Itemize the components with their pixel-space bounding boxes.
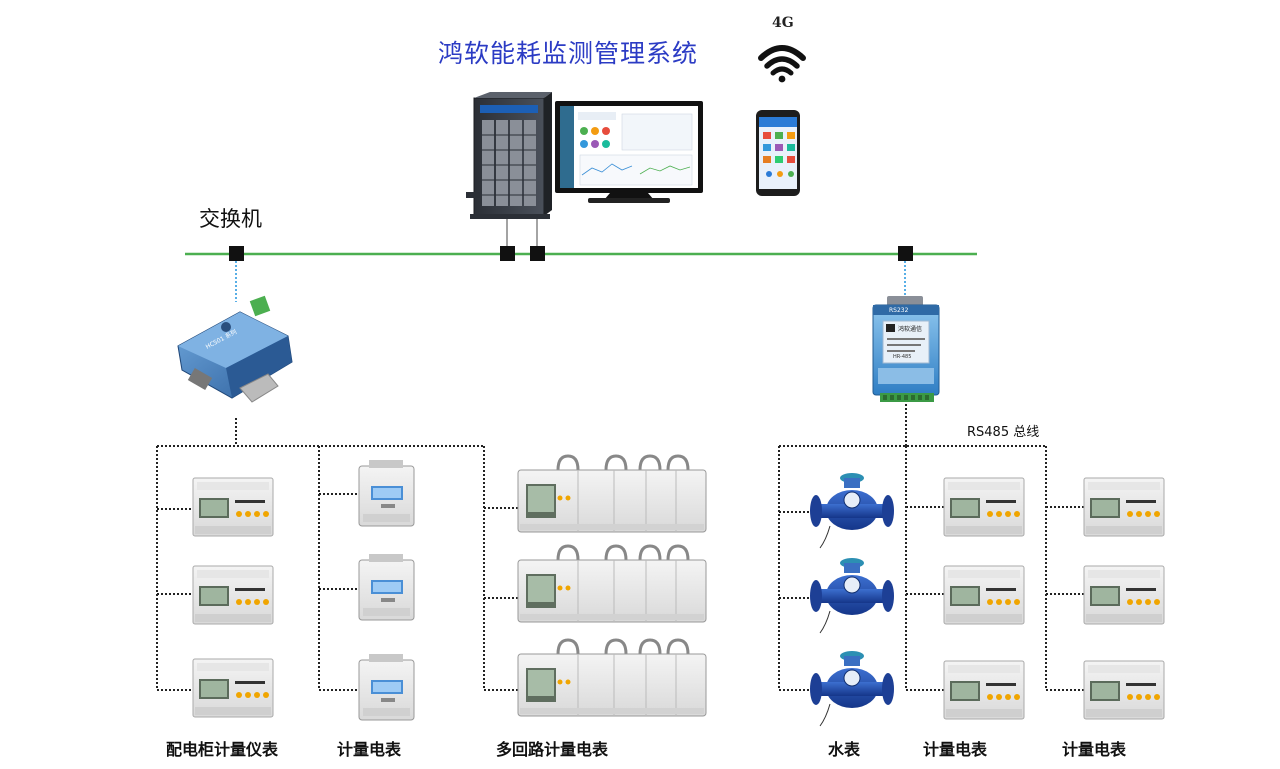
rs485-bus-label: RS485 总线 [967,425,1040,440]
energy-meter-col2-2 [943,565,1025,625]
cabinet-meters [192,477,274,718]
water-meters [810,473,894,727]
node-server-1 [500,246,515,261]
dashboard-tiles [578,112,693,186]
water-meter-3 [810,651,894,727]
din-rail-meters [358,460,415,721]
water-meter-1 [810,473,894,549]
multi-loop-meter-3 [517,638,707,717]
network-4g-label: 4G [772,15,794,31]
multi-loop-meters [517,454,707,717]
caption-energy-meter-2: 计量电表 [923,740,988,759]
device-labels: HCS01 系列 RS232 鸿软通信 HR-485 [204,307,922,360]
energy-meter-col2-3 [943,660,1025,720]
page-title: 鸿软能耗监测管理系统 [438,39,699,68]
caption-energy-meter-1: 计量电表 [337,740,402,759]
tower-server [466,92,552,219]
caption-multi-loop-meter: 多回路计量电表 [496,740,609,759]
bus-wiring-left [156,418,520,691]
node-right [898,246,913,261]
energy-meters-col3 [1083,477,1165,720]
server-uplinks [506,219,538,246]
cabinet-meter-1 [192,477,274,537]
cabinet-meter-3 [192,658,274,718]
monitor [555,101,703,203]
bus-wiring-rs485 [778,404,1084,691]
energy-meters-col2 [943,477,1025,720]
multi-loop-meter-2 [517,544,707,623]
rs485-converter [872,296,940,402]
cabinet-meter-2 [192,565,274,625]
network-nodes [229,246,913,261]
converter-badge: RS232 [889,307,909,314]
node-dotted-drops [235,261,906,302]
din-meter-1 [358,460,415,527]
caption-cabinet-meter: 配电柜计量仪表 [166,740,279,759]
smartphone [756,110,800,196]
din-meter-2 [358,554,415,621]
energy-meter-col2-1 [943,477,1025,537]
energy-meter-col3-1 [1083,477,1165,537]
caption-energy-meter-3: 计量电表 [1062,740,1127,759]
node-left [229,246,244,261]
energy-meter-col3-3 [1083,660,1165,720]
wifi-icon [758,45,806,83]
serial-server-gateway [177,295,293,403]
node-server-2 [530,246,545,261]
din-meter-3 [358,654,415,721]
water-meter-2 [810,558,894,634]
multi-loop-meter-1 [517,454,707,533]
converter-brand: 鸿软通信 [898,325,922,333]
converter-model: HR-485 [893,354,911,360]
energy-meter-col3-2 [1083,565,1165,625]
caption-water-meter: 水表 [828,740,861,759]
switch-label: 交换机 [199,207,262,231]
